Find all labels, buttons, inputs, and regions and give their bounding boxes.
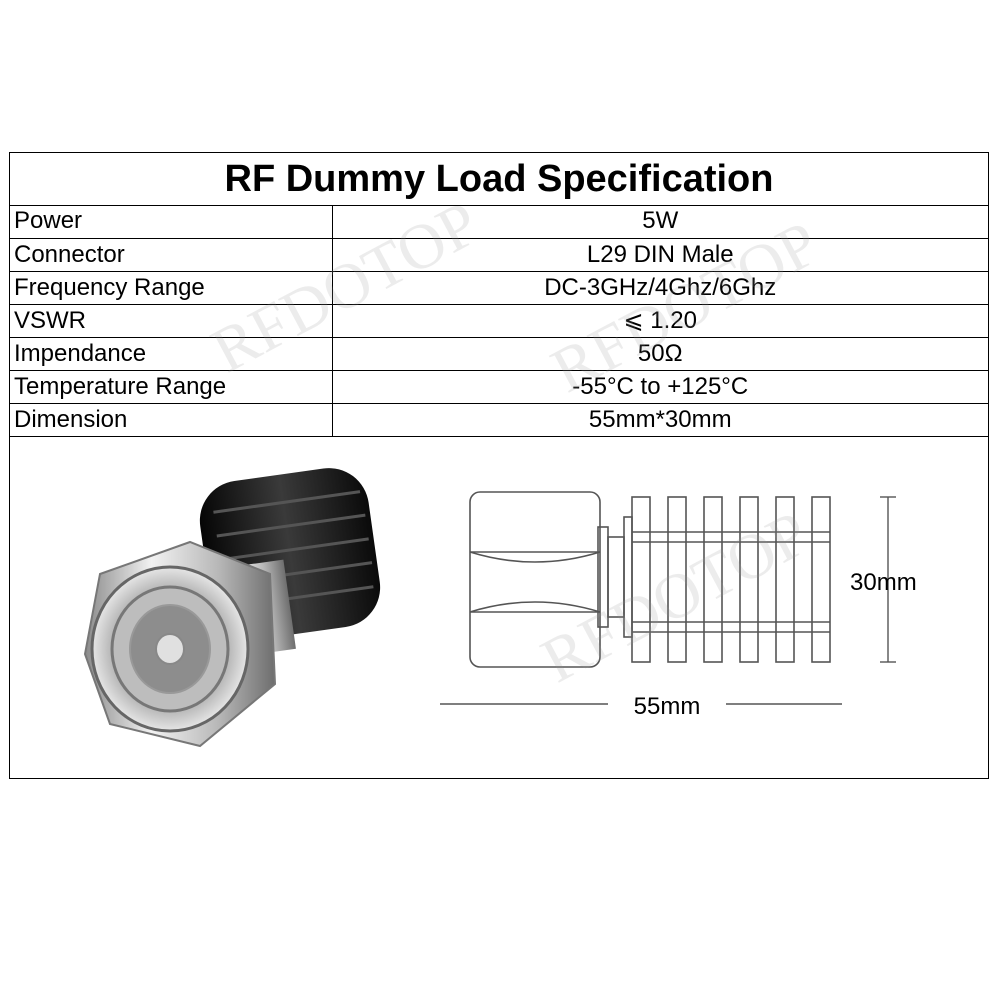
product-image-area: 30mm 55mm <box>10 442 988 778</box>
row-label: Connector <box>10 237 333 272</box>
spec-table: Power 5W Connector L29 DIN Male Frequenc… <box>10 205 988 437</box>
row-value: -55°C to +125°C <box>331 369 988 404</box>
length-label: 55mm <box>634 693 701 720</box>
table-row: Dimension 55mm*30mm <box>10 402 988 437</box>
dimension-drawing: 30mm 55mm <box>440 491 917 720</box>
table-row: Power 5W <box>10 205 988 239</box>
row-label: Power <box>10 205 333 239</box>
row-value: 55mm*30mm <box>331 402 988 437</box>
product-photo <box>83 468 381 748</box>
row-value: DC-3GHz/4Ghz/6Ghz <box>331 270 988 305</box>
row-label: VSWR <box>10 303 333 338</box>
spec-title: RF Dummy Load Specification <box>10 153 988 206</box>
row-value: ⩽ 1.20 <box>331 303 988 338</box>
row-value: 5W <box>331 205 988 239</box>
height-label: 30mm <box>850 569 917 596</box>
row-label: Impendance <box>10 336 333 371</box>
row-value: 50Ω <box>331 336 988 371</box>
spec-sheet: RF Dummy Load Specification Power 5W Con… <box>9 152 989 779</box>
row-value: L29 DIN Male <box>331 237 988 272</box>
table-row: Impendance 50Ω <box>10 336 988 371</box>
table-row: Frequency Range DC-3GHz/4Ghz/6Ghz <box>10 270 988 305</box>
drawing-outline <box>469 491 831 668</box>
table-row: Temperature Range -55°C to +125°C <box>10 369 988 404</box>
height-dimension-line <box>880 496 896 663</box>
table-row: VSWR ⩽ 1.20 <box>10 303 988 338</box>
row-label: Frequency Range <box>10 270 333 305</box>
table-row: Connector L29 DIN Male <box>10 237 988 272</box>
row-label: Dimension <box>10 402 333 437</box>
row-label: Temperature Range <box>10 369 333 404</box>
